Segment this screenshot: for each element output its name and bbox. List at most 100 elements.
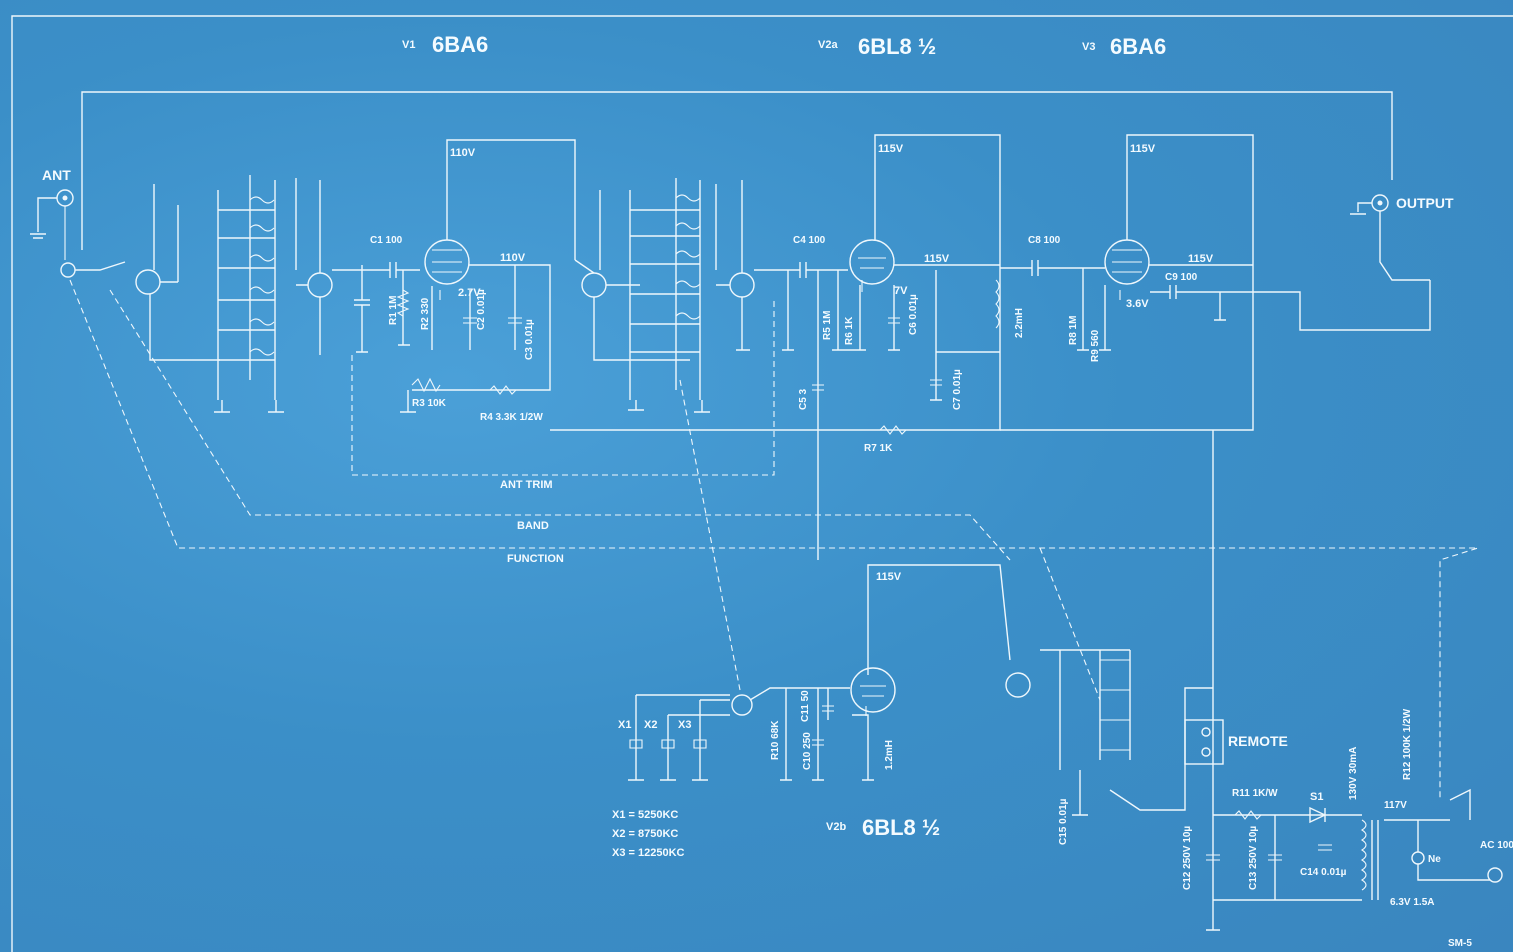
band-linkage [109, 289, 1011, 561]
v1-plate-voltage: 110V [450, 147, 476, 159]
band-switch-wafer-4 [729, 272, 755, 298]
v1-type: 6BA6 [432, 32, 488, 57]
r3-label: R3 10K [412, 398, 447, 409]
c2-c3-bypass [463, 317, 522, 324]
power-transformer [1360, 819, 1367, 891]
heater-voltage: 6.3V 1.5A [1390, 897, 1434, 908]
ant-ground [30, 197, 57, 239]
pilot-voltage: 117V [1384, 800, 1407, 811]
v3-screen-voltage: 115V [1188, 253, 1214, 265]
crystal-freq-2: X2 = 8750KC [612, 828, 678, 840]
bypass-wire [81, 91, 1393, 250]
v2a-cathode-voltage: 7V [894, 285, 908, 297]
c4-capacitor [790, 262, 848, 278]
ac-label: AC 100V [1480, 840, 1513, 851]
c12-label: C12 250V 10µ [1182, 826, 1193, 890]
r7-label: R7 1K [864, 443, 893, 454]
rf-coil-bank-1 [214, 175, 297, 413]
c5-label: C5 3 [798, 388, 809, 410]
r8-label: R8 1M [1068, 316, 1079, 345]
v1-screen-voltage: 110V [500, 252, 526, 264]
crystal-freq-1: X1 = 5250KC [612, 809, 678, 821]
r4-label: R4 3.3K 1/2W [480, 412, 543, 423]
c1-label: C1 100 [370, 235, 403, 246]
c8-capacitor [1000, 260, 1105, 276]
x2-label: X2 [644, 719, 657, 731]
r9-label: R9 560 [1090, 329, 1101, 362]
ant-label: ANT [42, 167, 71, 183]
c2-label: C2 0.01µ [476, 289, 487, 330]
v2a-plate-voltage: 115V [878, 143, 904, 155]
c14-label: C14 0.01µ [1300, 867, 1347, 878]
crystal-elements [629, 739, 707, 749]
v2b-ref: V2b [826, 821, 846, 833]
band-switch-wafer-3 [581, 272, 607, 298]
ant-trim-linkage [351, 300, 775, 476]
function-switch-wafer [1005, 672, 1031, 698]
r2-label: R2 330 [420, 297, 431, 330]
r5-label: R5 1M [822, 311, 833, 340]
r12-label: R12 100K 1/2W [1402, 708, 1413, 780]
neon-lamp [1411, 851, 1425, 865]
band-switch-wafer-2 [307, 272, 333, 298]
x3-label: X3 [678, 719, 691, 731]
v3-type: 6BA6 [1110, 34, 1166, 59]
v1-ref: V1 [402, 39, 415, 51]
l2-label: 1.2mH [884, 740, 895, 770]
r3-resistor [411, 377, 441, 393]
c9-label: C9 100 [1165, 272, 1198, 283]
input-switch-wafer [60, 262, 76, 278]
l1-label: 2.2mH [1014, 308, 1025, 338]
c5-capacitor [812, 384, 824, 391]
x1-label: X1 [618, 719, 631, 731]
r7-resistor [879, 425, 907, 435]
c4-label: C4 100 [793, 235, 826, 246]
v2a-screen-voltage: 115V [924, 253, 950, 265]
s1-rectifier [1309, 806, 1327, 824]
remote-label: REMOTE [1228, 733, 1288, 749]
s1-label: S1 [1310, 791, 1323, 803]
c8-label: C8 100 [1028, 235, 1061, 246]
c11-label: C11 50 [800, 690, 811, 722]
v2b-type: 6BL8 ½ [862, 815, 940, 840]
xfmr-label: 130V 30mA [1348, 747, 1359, 800]
r10-label: R10 68K [770, 720, 781, 760]
r1-resistor [396, 289, 410, 317]
v3-cathode-voltage: 3.6V [1126, 298, 1149, 310]
v2a-ref: V2a [818, 39, 838, 51]
c15-label: C15 0.01µ [1058, 798, 1069, 845]
band-switch-wafer-1 [135, 269, 161, 295]
page-ref: SM-5 [1448, 938, 1472, 949]
r4-resistor [489, 385, 517, 395]
c7-label: C7 0.01µ [952, 369, 963, 410]
v3-ref: V3 [1082, 41, 1095, 53]
function-linkage [69, 279, 1479, 800]
output-label: OUTPUT [1396, 195, 1454, 211]
crystal-freq-3: X3 = 12250KC [612, 847, 685, 859]
l1-choke [995, 279, 1000, 329]
ant-trim-label: ANT TRIM [500, 479, 553, 491]
rf-coil-bank-2 [628, 178, 717, 413]
c1-capacitor [380, 262, 420, 278]
ne-label: Ne [1428, 854, 1441, 865]
v3-plate-voltage: 115V [1130, 143, 1156, 155]
crystal-selector [731, 694, 753, 716]
c3-label: C3 0.01µ [524, 319, 535, 360]
function-label: FUNCTION [507, 553, 564, 565]
c10-label: C10 250 [802, 732, 813, 770]
v2b-tube [850, 667, 896, 713]
remote-socket[interactable] [1184, 719, 1224, 765]
ac-plug [1487, 867, 1503, 883]
v2b-plate-voltage: 115V [876, 571, 902, 583]
v2a-type: 6BL8 ½ [858, 34, 936, 59]
v1-grid-trimmer [354, 265, 370, 353]
c13-label: C13 250V 10µ [1248, 826, 1259, 890]
v2a-tube [849, 239, 895, 285]
r11-resistor [1234, 810, 1262, 820]
r11-label: R11 1K/W [1232, 788, 1278, 799]
r6-label: R6 1K [844, 316, 855, 345]
sheet-border [11, 15, 1513, 952]
band-label: BAND [517, 520, 549, 532]
